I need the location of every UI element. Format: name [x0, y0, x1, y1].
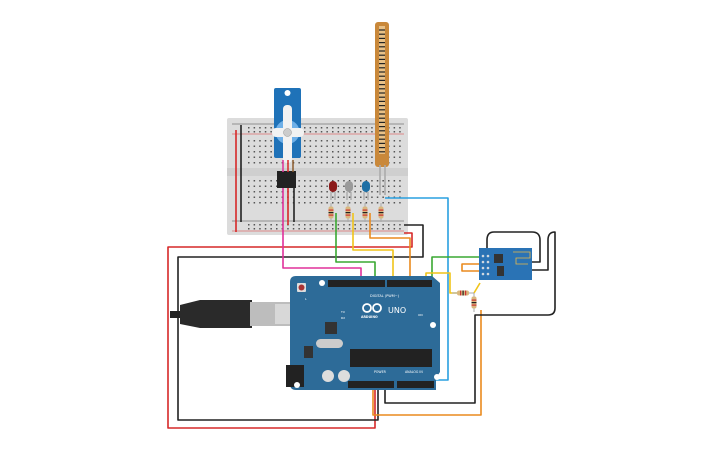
on-led-label: ON [418, 313, 423, 317]
leds[interactable] [329, 181, 370, 200]
power-jack [286, 365, 304, 387]
wires[interactable] [167, 188, 556, 429]
wire-red [167, 232, 413, 429]
uno-label: UNO [388, 306, 406, 315]
esp8266-wifi-module[interactable] [479, 248, 532, 280]
wire-green-esp [431, 256, 480, 284]
led-blue [362, 181, 370, 200]
wire-black [177, 224, 424, 421]
resistor-esp-2 [471, 293, 477, 312]
wire-yellow-led [352, 213, 394, 284]
arduino-brand-label: ARDUINO [361, 315, 378, 319]
analog-header-label: ANALOG IN [405, 370, 423, 374]
atmega-chip [350, 349, 432, 367]
servo-motor[interactable] [272, 88, 304, 225]
usb-cable[interactable] [170, 300, 300, 328]
resistors[interactable] [328, 203, 477, 312]
wire-orange-esp-loop [461, 263, 480, 272]
digital-header-low [328, 280, 385, 287]
rx-led-label: RX [341, 316, 345, 320]
wire-black-esp [384, 231, 556, 404]
wire-blue [385, 197, 449, 381]
wire-orange-led [369, 213, 411, 284]
servo-connector [277, 171, 296, 188]
arduino-uno-board[interactable]: DIGITAL (PWM~) UNO ARDUINO L TX RX ON PO… [286, 276, 440, 390]
resistor-1 [328, 203, 334, 222]
resistor-2 [345, 203, 351, 222]
led-red [329, 181, 337, 200]
led-gray [345, 181, 353, 200]
digital-header-high [387, 280, 432, 287]
breadboard[interactable] [227, 118, 408, 235]
resistor-4 [378, 203, 384, 222]
power-header [348, 381, 394, 388]
digital-header-label: DIGITAL (PWM~) [370, 294, 400, 298]
resistor-esp-1 [452, 290, 474, 296]
wire-orange-power [372, 310, 482, 416]
wire-green-led [335, 213, 376, 284]
l-led-label: L [305, 297, 307, 301]
analog-header [397, 381, 434, 388]
arduino-logo-icon [362, 303, 382, 313]
resistor-3 [362, 203, 368, 222]
tx-led-label: TX [340, 310, 345, 314]
wire-yellow-esp-rx [473, 282, 481, 294]
flex-sensor[interactable] [375, 22, 389, 195]
power-header-label: POWER [374, 370, 387, 374]
